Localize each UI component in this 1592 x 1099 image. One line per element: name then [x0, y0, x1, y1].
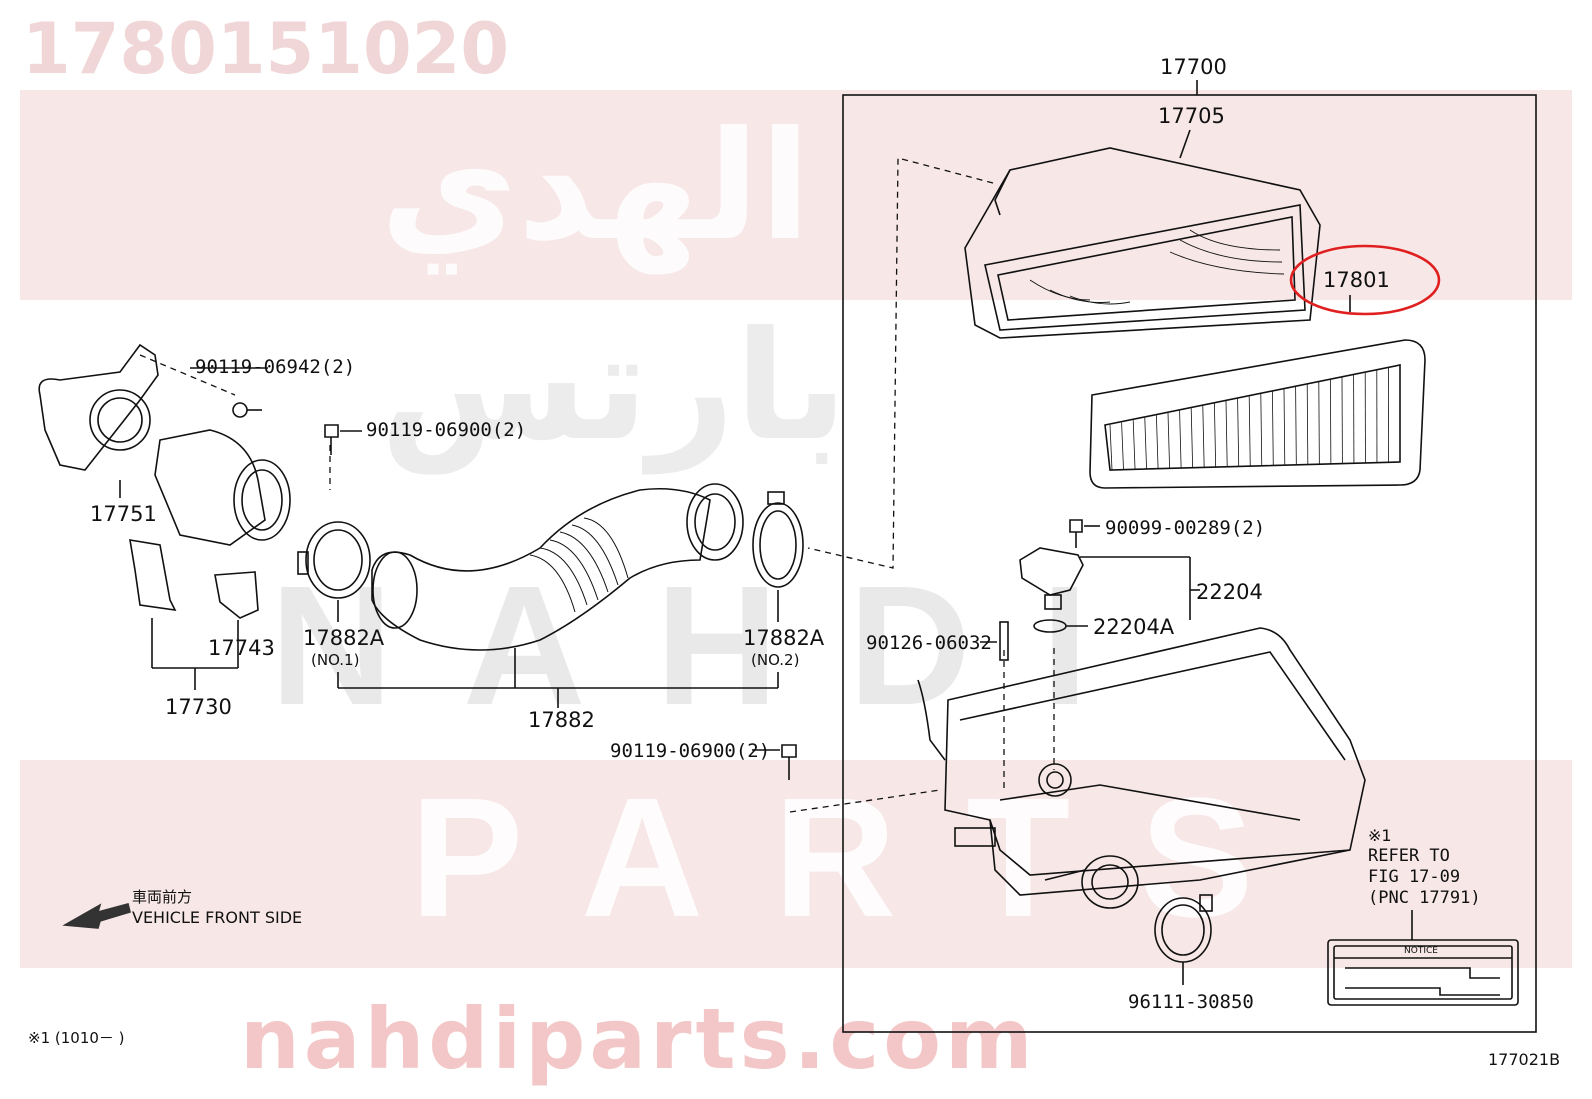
filter-pleat: [1167, 412, 1170, 469]
label-90126-06032: 90126-06032: [866, 632, 992, 654]
filter-pleat: [1295, 386, 1297, 465]
label-17700: 17700: [1160, 55, 1227, 79]
clamp-no1-drawing: [297, 521, 371, 622]
label-90099-00289: 90099-00289(2): [1105, 517, 1266, 539]
notice-label-drawing: [1327, 910, 1519, 1006]
filter-pleat: [1283, 388, 1286, 466]
filter-pleat: [1237, 398, 1240, 467]
filter-pleat: [1214, 403, 1217, 468]
label-96111-30850: 96111-30850: [1128, 991, 1254, 1013]
highlight-ellipse: [1289, 244, 1441, 316]
notice-label-text: NOTICE: [1404, 946, 1438, 956]
filter-pleat: [1156, 415, 1159, 469]
filter-pleat: [1132, 420, 1136, 470]
watermark-brand-1: NAHDI: [270, 551, 1159, 741]
filter-pleat: [1202, 405, 1205, 468]
filter-pleat: [1248, 396, 1251, 467]
filter-pleat: [1306, 384, 1309, 465]
vehicle-front-en: VEHICLE FRONT SIDE: [132, 908, 303, 927]
label-17882: 17882: [528, 708, 595, 732]
label-22204: 22204: [1196, 580, 1263, 604]
watermark-url: nahdiparts.com: [240, 990, 1037, 1088]
label-17882A-no2: 17882A: [743, 626, 825, 650]
filter-pleat: [1318, 381, 1320, 465]
label-17801: 17801: [1323, 268, 1390, 292]
watermark-arabic-1: الهدي: [380, 100, 811, 274]
refer-line-2: FIG 17-09: [1368, 867, 1461, 887]
vehicle-front-jp: 車両前方: [132, 888, 193, 906]
label-17882A-no1: 17882A: [303, 626, 385, 650]
label-22204A: 22204A: [1093, 615, 1175, 639]
clamp-no2-drawing: [752, 491, 804, 622]
watermark-part-number: 1780151020: [22, 8, 510, 90]
sensor-drawing: [1019, 547, 1200, 633]
filter-pleat: [1260, 393, 1263, 466]
front-arrow: [62, 903, 131, 929]
watermark-band-2: [20, 760, 1572, 968]
filter-pleat: [1121, 422, 1124, 470]
label-17743: 17743: [208, 636, 275, 660]
assembly-frame: [842, 94, 1537, 1033]
label-17751: 17751: [90, 502, 157, 526]
footnote: ※1 (1010－ ): [28, 1029, 125, 1047]
figure-code: 177021B: [1488, 1050, 1561, 1069]
label-17882A-no2-note: (NO.2): [751, 651, 800, 669]
filter-pleat: [1225, 400, 1228, 467]
inlet-drawing: [38, 343, 291, 690]
watermark-arabic-2: بارتس: [380, 300, 848, 474]
watermark-band-1: [20, 90, 1572, 300]
filter-pleat: [1272, 391, 1274, 466]
refer-line-1: REFER TO: [1368, 846, 1450, 866]
filter-element-drawing: [1089, 295, 1426, 489]
lower-case-drawing: [917, 627, 1366, 909]
filter-pleat: [1144, 417, 1147, 470]
refer-line-3: (PNC 17791): [1368, 888, 1481, 908]
label-17882A-no1-note: (NO.1): [311, 651, 360, 669]
label-17705: 17705: [1158, 104, 1225, 128]
upper-case-drawing: [964, 129, 1321, 339]
label-90119-06900-bottom: 90119-06900(2): [610, 740, 771, 762]
label-90119-06900-top: 90119-06900(2): [366, 419, 527, 441]
note-mark: ※1: [1368, 826, 1392, 845]
label-17730: 17730: [165, 695, 232, 719]
filter-pleat: [1109, 424, 1113, 471]
clamp-96111-drawing: [1154, 894, 1213, 985]
filter-pleat: [1179, 410, 1182, 469]
hose-drawing: [337, 483, 779, 708]
watermark-brand-2: PARTS: [410, 763, 1324, 953]
label-90119-06942: 90119-06942(2): [195, 356, 356, 378]
filter-pleat: [1190, 408, 1194, 468]
